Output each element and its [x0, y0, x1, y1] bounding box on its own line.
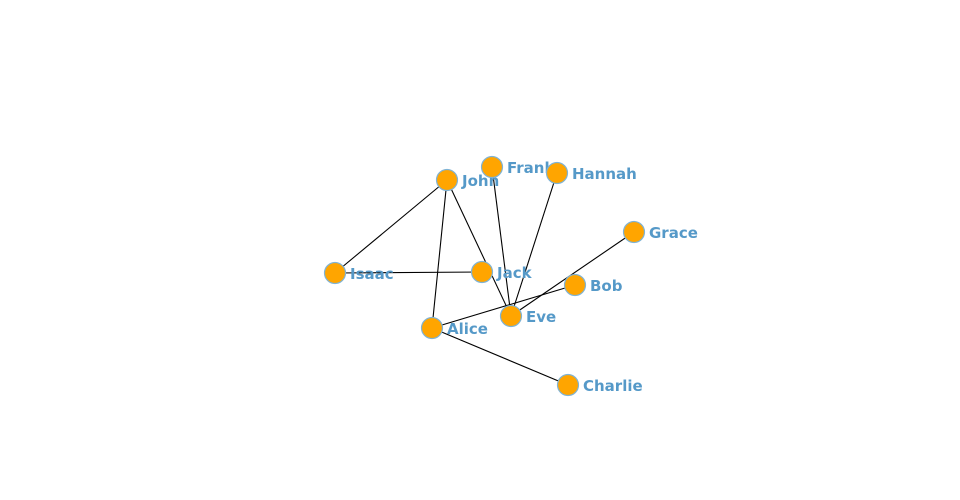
node-frank[interactable]: Frank — [480, 155, 556, 179]
node-label: Alice — [447, 320, 488, 338]
node-circle[interactable] — [480, 155, 504, 179]
node-circle[interactable] — [622, 220, 646, 244]
edge-john-alice — [431, 179, 448, 329]
edge-isaac-jack — [334, 271, 483, 274]
node-label: Jack — [496, 264, 533, 282]
node-circle[interactable] — [499, 304, 523, 328]
node-circle[interactable] — [470, 260, 494, 284]
edge-hannah-eve — [510, 172, 558, 317]
node-circle[interactable] — [563, 273, 587, 297]
node-isaac[interactable]: Isaac — [323, 261, 394, 285]
node-label: Bob — [590, 277, 623, 295]
node-label: Isaac — [350, 265, 394, 283]
node-alice[interactable]: Alice — [420, 316, 488, 340]
edge-frank-eve — [491, 166, 512, 317]
edge-john-eve — [446, 179, 512, 317]
edge-alice-bob — [431, 284, 576, 329]
edge-john-isaac — [334, 179, 448, 274]
node-charlie[interactable]: Charlie — [556, 373, 643, 397]
node-jack[interactable]: Jack — [470, 260, 533, 284]
node-circle[interactable] — [435, 168, 459, 192]
edge-alice-charlie — [431, 327, 569, 386]
node-label: Eve — [526, 308, 556, 326]
node-label: Hannah — [572, 165, 637, 183]
node-circle[interactable] — [420, 316, 444, 340]
edge-grace-eve — [510, 231, 635, 317]
node-circle[interactable] — [545, 161, 569, 185]
node-circle[interactable] — [556, 373, 580, 397]
node-eve[interactable]: Eve — [499, 304, 557, 328]
node-label: Grace — [649, 224, 698, 242]
node-grace[interactable]: Grace — [622, 220, 698, 244]
node-bob[interactable]: Bob — [563, 273, 623, 297]
node-label: Charlie — [583, 377, 643, 395]
node-label: Frank — [507, 159, 555, 177]
node-hannah[interactable]: Hannah — [545, 161, 637, 185]
edges-layer — [334, 166, 635, 386]
node-circle[interactable] — [323, 261, 347, 285]
